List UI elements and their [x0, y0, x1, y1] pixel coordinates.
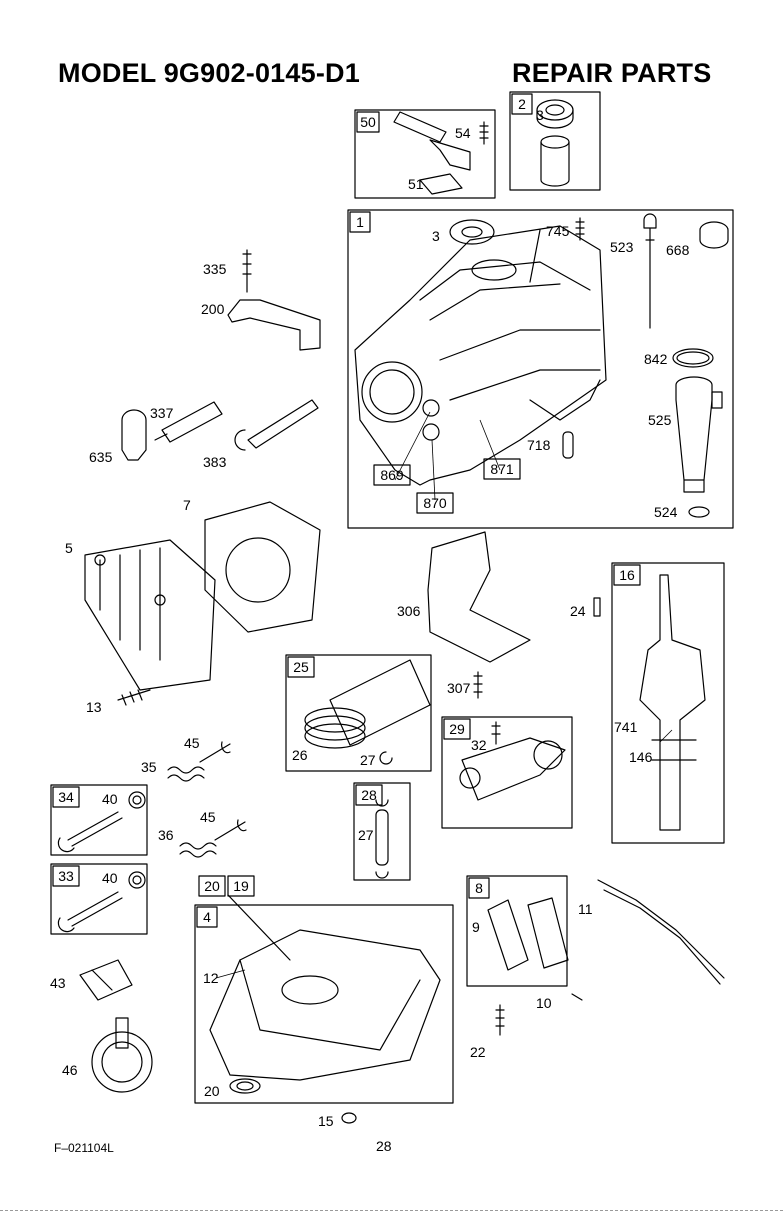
kit-label: 871	[490, 461, 514, 477]
part-label: 635	[89, 449, 113, 465]
kit-label: 869	[380, 467, 404, 483]
page-edge-rule	[0, 1210, 783, 1211]
kit-label: 25	[293, 659, 309, 675]
part-label: 27	[360, 752, 376, 768]
part-label: 15	[318, 1113, 334, 1129]
part-label: 10	[536, 995, 552, 1011]
kit-label: 29	[449, 721, 465, 737]
part-label: 524	[654, 504, 678, 520]
part-label: 20	[204, 1083, 220, 1099]
part-label: 337	[150, 405, 174, 421]
part-label: 3	[536, 107, 544, 123]
part-label: 36	[158, 827, 174, 843]
kit-label: 16	[619, 567, 635, 583]
part-label: 5	[65, 540, 73, 556]
part-label: 46	[62, 1062, 78, 1078]
box-kit-4	[195, 905, 453, 1103]
kit-label: 33	[58, 868, 74, 884]
part-label: 383	[203, 454, 227, 470]
part-label: 525	[648, 412, 672, 428]
box-kit-16	[612, 563, 724, 843]
part-label: 741	[614, 719, 638, 735]
part-label: 200	[201, 301, 225, 317]
kit-label: 870	[423, 495, 447, 511]
part-label: 35	[141, 759, 157, 775]
page-number: 28	[376, 1138, 392, 1154]
part-label: 335	[203, 261, 227, 277]
part-label: 22	[470, 1044, 486, 1060]
part-label: 51	[408, 176, 424, 192]
kit-label: 2	[518, 96, 526, 112]
part-label: 9	[472, 919, 480, 935]
part-label: 40	[102, 870, 118, 886]
kit-label: 50	[360, 114, 376, 130]
part-label: 13	[86, 699, 102, 715]
part-label: 7	[183, 497, 191, 513]
part-label: 12	[203, 970, 219, 986]
kit-label: 4	[203, 909, 211, 925]
part-label: 718	[527, 437, 551, 453]
part-label: 45	[200, 809, 216, 825]
part-label: 842	[644, 351, 668, 367]
part-label: 43	[50, 975, 66, 991]
part-label: 54	[455, 125, 471, 141]
part-label: 745	[546, 223, 570, 239]
part-label: 11	[578, 901, 593, 917]
kit-label: 20	[204, 878, 220, 894]
part-label: 523	[610, 239, 634, 255]
part-label: 668	[666, 242, 690, 258]
kit-label: 34	[58, 789, 74, 805]
kit-label: 28	[361, 787, 377, 803]
part-label: 3	[432, 228, 440, 244]
part-label: 307	[447, 680, 471, 696]
part-label: 26	[292, 747, 308, 763]
part-label: 306	[397, 603, 421, 619]
kit-label: 1	[356, 214, 364, 230]
figure-code: F–021104L	[54, 1141, 114, 1155]
part-label: 24	[570, 603, 586, 619]
part-label: 45	[184, 735, 200, 751]
part-label: 32	[471, 737, 487, 753]
part-label: 27	[358, 827, 374, 843]
kit-label: 8	[475, 880, 483, 896]
part-label: 40	[102, 791, 118, 807]
kit-label: 19	[233, 878, 249, 894]
part-label: 146	[629, 749, 653, 765]
